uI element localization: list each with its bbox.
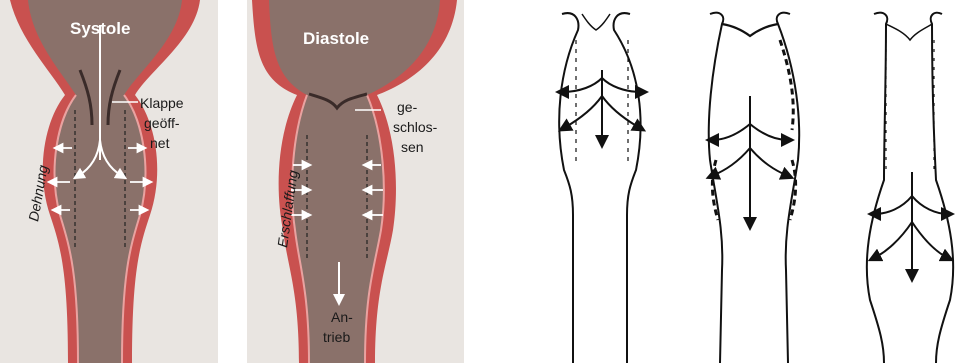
vessel-drawing-2 — [709, 13, 799, 363]
diastole-flow-label-2: trieb — [323, 329, 350, 345]
diastole-valve-label-2: schlos- — [393, 119, 438, 135]
line-drawing-panel — [540, 0, 957, 363]
diastole-valve-label-1: ge- — [397, 99, 418, 115]
diastole-illustration: Diastole ge- schlos- sen Erschlaffung An… — [247, 0, 464, 363]
diastole-title: Diastole — [303, 29, 369, 48]
vessel-drawing-1 — [559, 13, 642, 363]
vessel-drawing-3 — [867, 13, 953, 363]
systole-valve-label-2: geöff- — [144, 115, 180, 131]
line-drawing-illustration — [540, 0, 957, 363]
systole-valve-label-3: net — [150, 135, 170, 151]
diastole-flow-label-1: An- — [331, 309, 353, 325]
systole-panel: Systole Klappe geöff- net Dehnung — [0, 0, 218, 363]
diastole-valve-label-3: sen — [401, 139, 424, 155]
systole-title: Systole — [70, 19, 130, 38]
systole-valve-label-1: Klappe — [140, 95, 184, 111]
diastole-panel: Diastole ge- schlos- sen Erschlaffung An… — [247, 0, 464, 363]
systole-illustration: Systole Klappe geöff- net Dehnung — [0, 0, 218, 363]
